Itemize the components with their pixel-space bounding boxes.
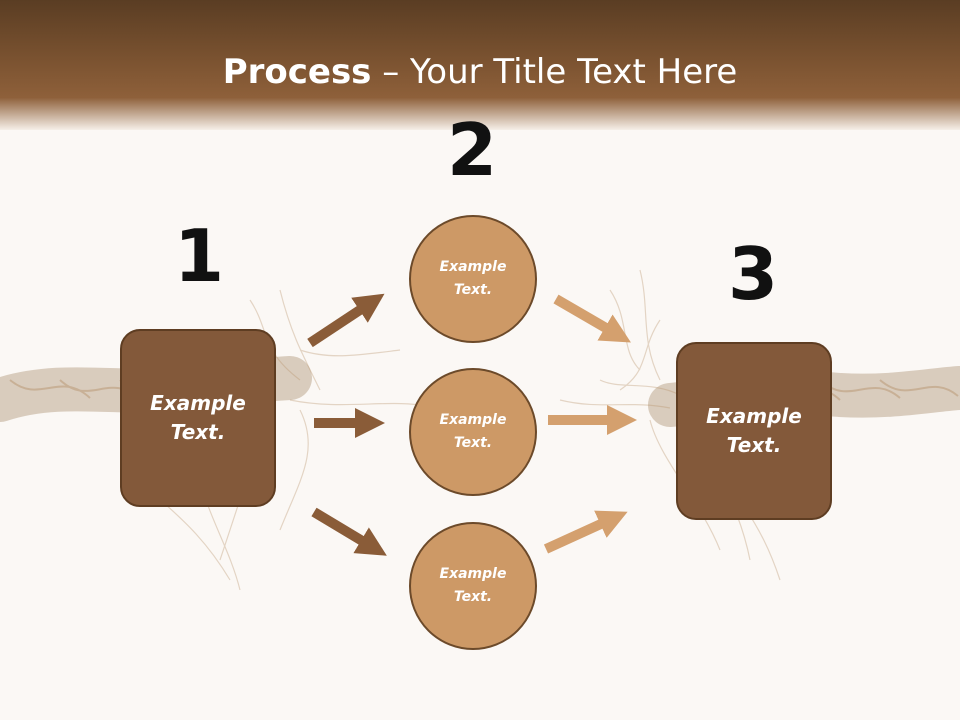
title-rest: – Your Title Text Here [371,52,738,92]
slide-title[interactable]: Process – Your Title Text Here [0,52,960,92]
step-2-circle-top[interactable]: Example Text. [409,215,537,343]
step-number-2: 2 [446,108,498,192]
step-3-box[interactable]: Example Text. [676,342,832,520]
title-banner [0,0,960,130]
step-number-1: 1 [173,214,225,298]
step-2-label-bottom: Example Text. [439,566,507,605]
step-2-label-middle: Example Text. [439,412,507,451]
arrow-top-to-3 [553,294,631,343]
step-2-circle-bottom[interactable]: Example Text. [409,522,537,650]
step-2-circle-middle[interactable]: Example Text. [409,368,537,496]
arrow-bottom-to-3 [543,510,628,554]
step-2-label-top: Example Text. [439,259,507,298]
step-1-label: Example Text. [150,391,246,444]
step-1-box[interactable]: Example Text. [120,329,276,507]
arrow-1-to-top [307,293,385,348]
step-3-label: Example Text. [706,404,802,457]
arrow-1-to-bottom [311,507,387,556]
title-bold: Process [222,52,372,92]
step-number-3: 3 [727,232,779,316]
